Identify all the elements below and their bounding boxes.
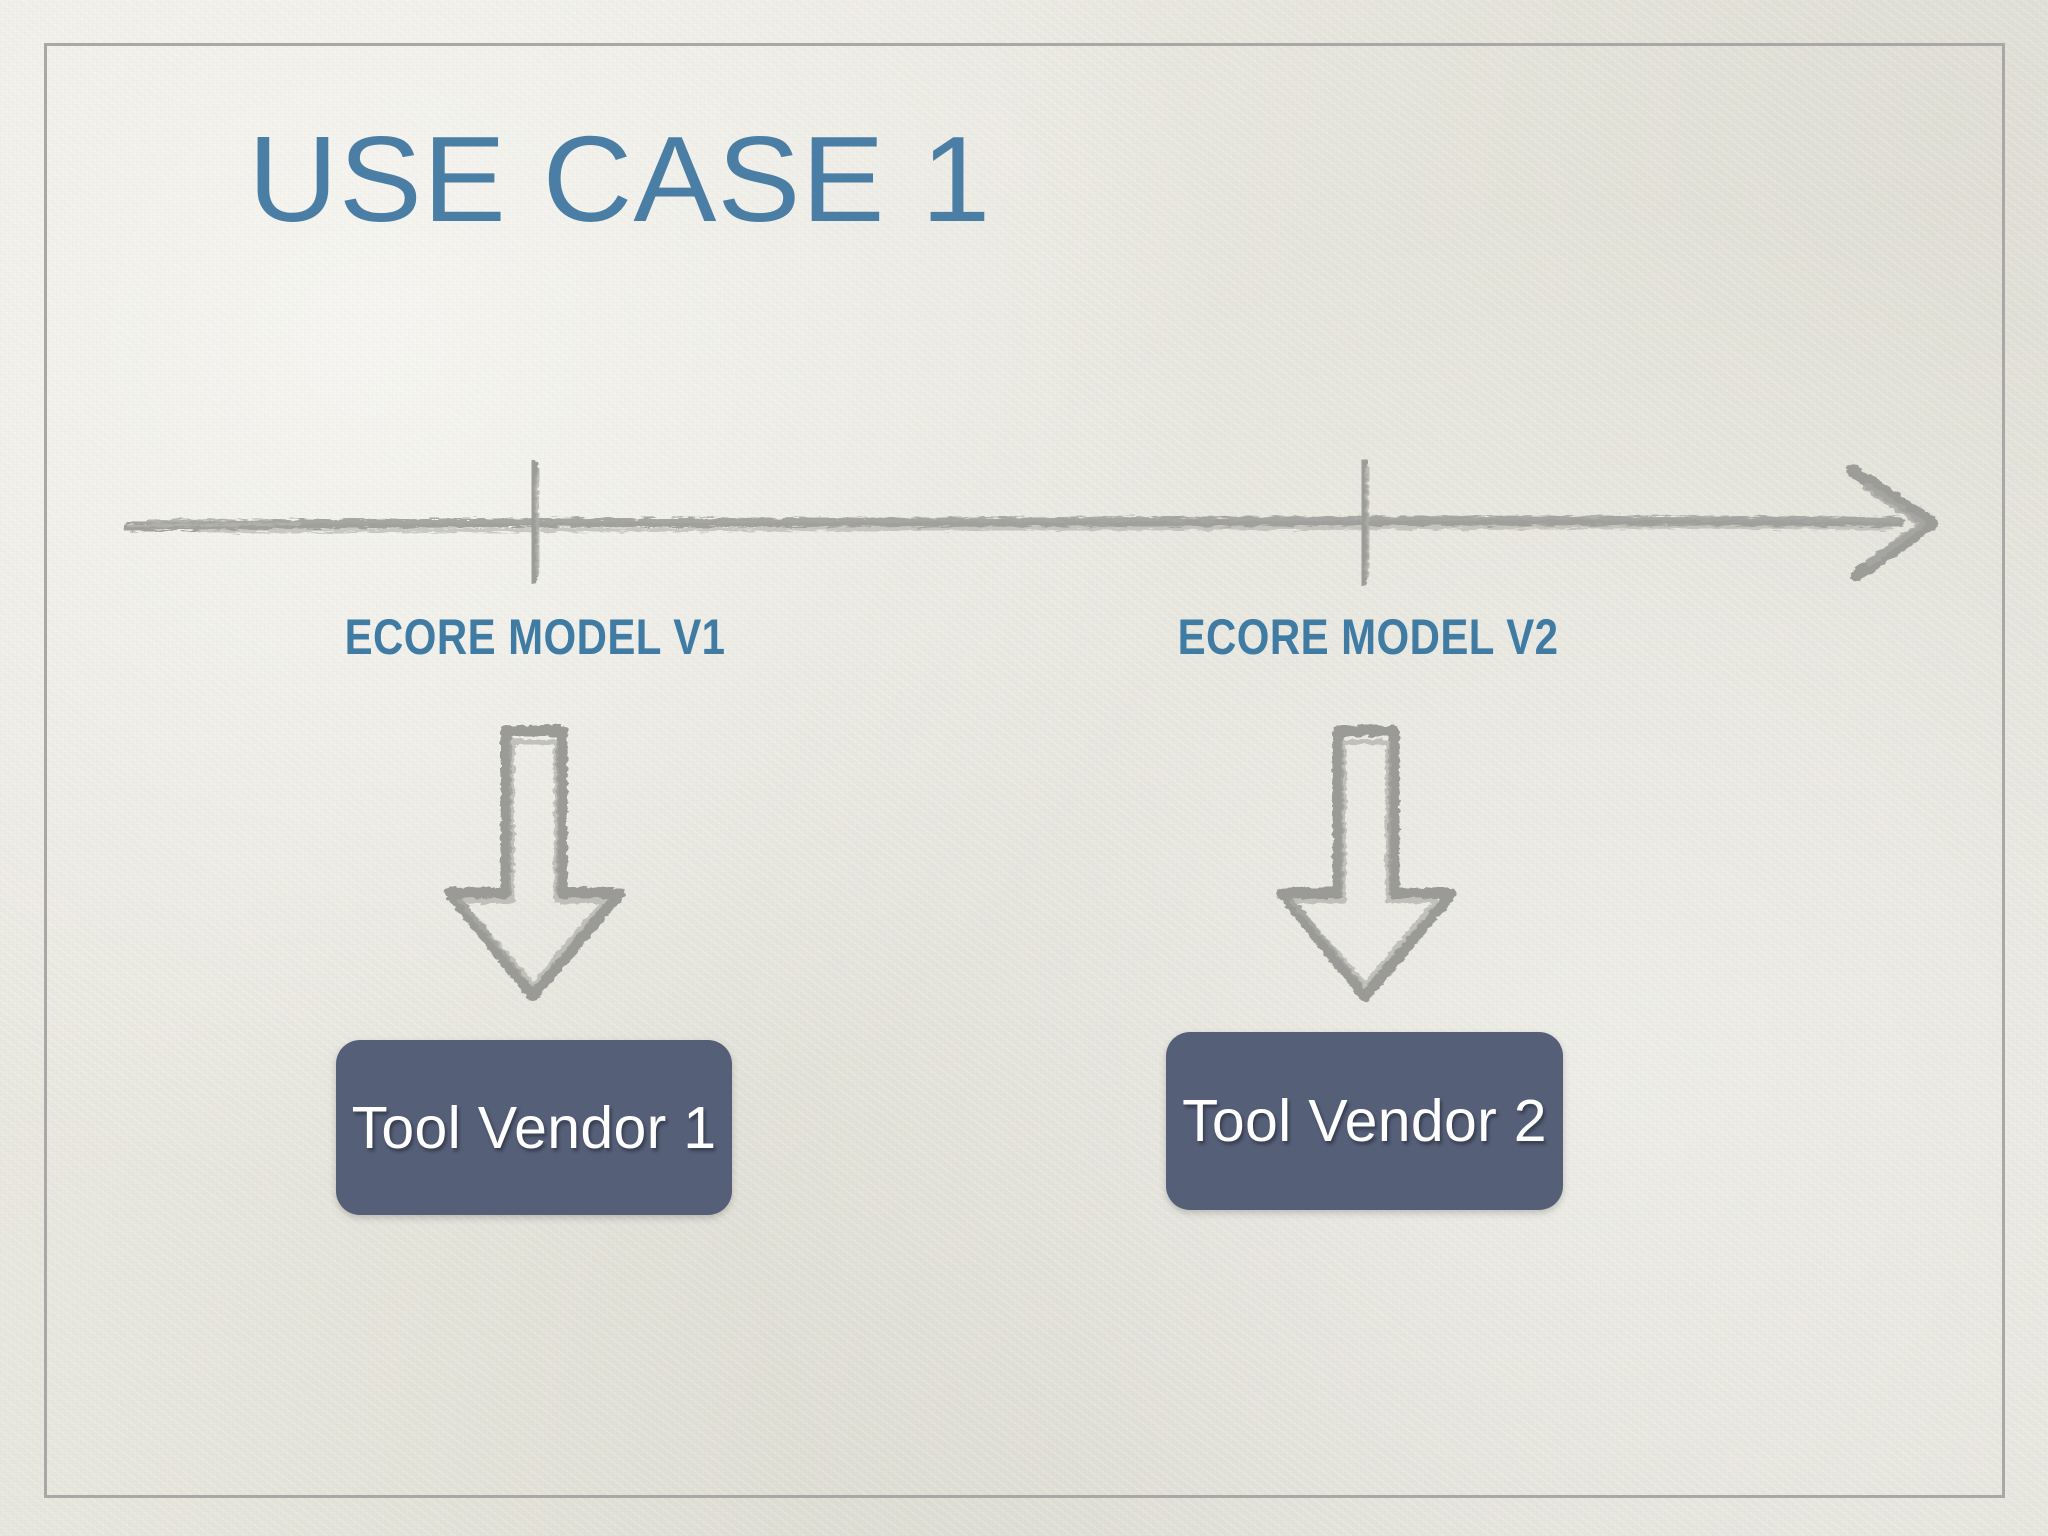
timeline-axis-line bbox=[123, 515, 1905, 533]
tool-vendor-1-box[interactable]: Tool Vendor 1 bbox=[336, 1040, 732, 1215]
tool-vendor-2-box[interactable]: Tool Vendor 2 bbox=[1166, 1032, 1563, 1210]
page-title: USE CASE 1 bbox=[248, 111, 992, 247]
timeline-arrowhead-icon bbox=[1846, 464, 1939, 582]
timeline-tick-1 bbox=[529, 460, 540, 584]
tool-vendor-1-label: Tool Vendor 1 bbox=[351, 1094, 717, 1161]
timeline-label-ecore-model-v1: ECORE MODEL V1 bbox=[344, 609, 726, 665]
slide-border-frame bbox=[44, 43, 2005, 1498]
tool-vendor-2-label: Tool Vendor 2 bbox=[1182, 1088, 1547, 1154]
down-arrow-icon-1 bbox=[444, 725, 626, 1002]
down-arrow-icon-2 bbox=[1276, 725, 1458, 1002]
timeline-tick-2 bbox=[1359, 458, 1370, 586]
timeline-label-ecore-model-v2: ECORE MODEL V2 bbox=[1177, 609, 1559, 665]
